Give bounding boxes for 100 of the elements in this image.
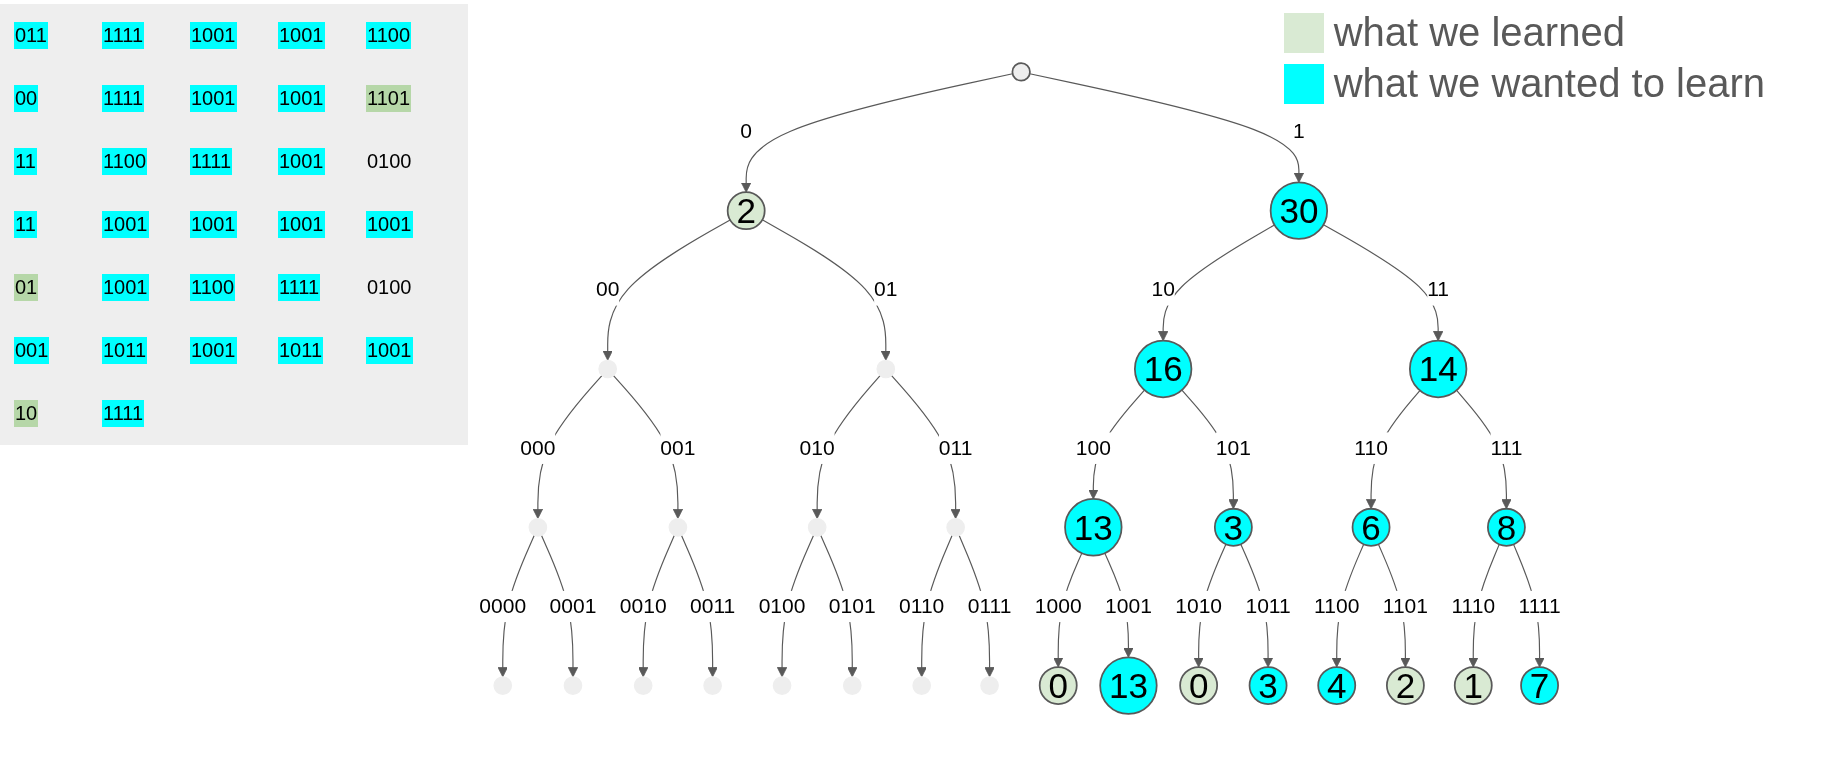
arrow [602,219,731,361]
edge-label: 100 [1075,435,1111,460]
node-circle [842,676,862,695]
table-cell-text: 001 [14,337,50,364]
node-circle [703,676,722,695]
node-circle [807,517,827,537]
edge-label: 0101 [828,594,876,618]
node-circle: 6 [1351,507,1391,547]
node-circle: 1 [1453,666,1493,705]
legend-text: what we wanted to learn [1333,61,1765,106]
table-cell-text: 1111 [102,400,145,427]
edge-label: 0100 [758,594,806,618]
node-circle [528,517,548,537]
node-circle [563,676,583,695]
table-cell-text: 1101 [366,85,411,112]
edge-label: 101 [1215,435,1251,460]
edge-label: 0 [740,119,753,143]
table-cell-text: 1100 [366,22,411,49]
edge-label: 1100 [1314,594,1360,618]
edge-label: 1011 [1245,594,1291,618]
table-cell-text: 1111 [190,148,233,175]
table-cell-text: 1111 [102,22,145,49]
node-circle: 7 [1520,666,1559,705]
table-cell-text: 1011 [102,337,147,364]
node-circle [876,359,896,379]
table-cell-text: 011 [14,22,48,49]
table-cell-text: 00 [14,85,39,112]
edge-label: 1110 [1451,594,1496,618]
edge-label: 00 [595,277,620,301]
table-cell-text: 01 [14,274,39,301]
table-cell-text: 1001 [190,211,237,238]
node-circle [598,359,618,379]
table-cell-text: 10 [14,400,39,427]
node-circle: 0 [1038,666,1078,705]
table-cell-text: 1001 [366,211,413,238]
node-circle [912,676,932,695]
table-cell-text: 11 [14,211,37,238]
arrow [761,219,891,361]
node-circle [668,517,688,537]
table-cell-text: 0100 [366,149,413,174]
arrow [1029,73,1305,183]
node-circle: 2 [1386,666,1425,705]
node-circle: 16 [1134,339,1193,399]
table-cell-text: 1100 [190,274,235,301]
edge-label: 001 [660,435,696,460]
edge-label: 10 [1151,277,1175,301]
edge-label: 01 [874,277,898,301]
table-cell-text: 1001 [190,85,237,112]
edge-label: 11 [1427,277,1450,301]
node-circle: 4 [1317,666,1357,705]
edge-label: 110 [1354,435,1388,460]
edge-label: 0001 [549,594,597,618]
table-cell-text: 0100 [366,275,413,300]
edge-label: 0000 [479,594,527,618]
table-cell-text: 11 [14,148,37,175]
arrow [1322,224,1444,342]
table-cell-text: 1001 [102,274,149,301]
edge-label: 0110 [899,594,945,618]
edge-label: 0111 [967,594,1012,618]
node-circle: 2 [726,191,766,231]
node-circle: 14 [1409,339,1468,399]
table-cell-text: 1100 [102,148,147,175]
node-circle [493,676,513,695]
arrow [1158,224,1276,342]
node-circle [980,676,999,695]
node-circle: 3 [1213,507,1253,547]
node-circle [1011,62,1031,82]
node-circle: 8 [1487,507,1526,547]
edge-label: 1010 [1175,594,1223,618]
node-circle [633,676,653,695]
edge-label: 1101 [1382,594,1429,618]
edge-label: 111 [1490,435,1523,460]
table-cell-text: 1001 [102,211,149,238]
table-cell-text: 1111 [102,85,145,112]
table-cell-text: 1111 [278,274,321,301]
node-circle: 3 [1248,666,1288,705]
table-cell-text: 1001 [190,22,237,49]
table-cell-text: 1001 [190,337,237,364]
node-circle: 30 [1269,181,1329,240]
edge-label: 1111 [1518,594,1561,618]
node-circle: 0 [1179,666,1219,705]
node-circle: 13 [1064,498,1123,557]
table-cell-text: 1001 [366,337,413,364]
edge-label: 1001 [1105,594,1152,618]
legend-text: what we learned [1333,10,1625,55]
edge-label: 0010 [619,594,667,618]
edge-label: 000 [520,435,556,460]
edge-label: 011 [938,435,973,460]
node-circle: 13 [1099,656,1158,715]
table-cell-text: 1001 [278,22,325,49]
edge-label: 1000 [1034,594,1082,618]
edge-label: 1 [1293,119,1305,143]
table-cell-text: 1001 [278,148,325,175]
table-cell-text: 1001 [278,85,325,112]
edge-label: 0011 [689,594,736,618]
node-circle [946,517,965,537]
table-cell-text: 1011 [278,337,323,364]
node-circle [772,676,792,695]
table-cell-text: 1001 [278,211,325,238]
edge-label: 010 [799,435,835,460]
